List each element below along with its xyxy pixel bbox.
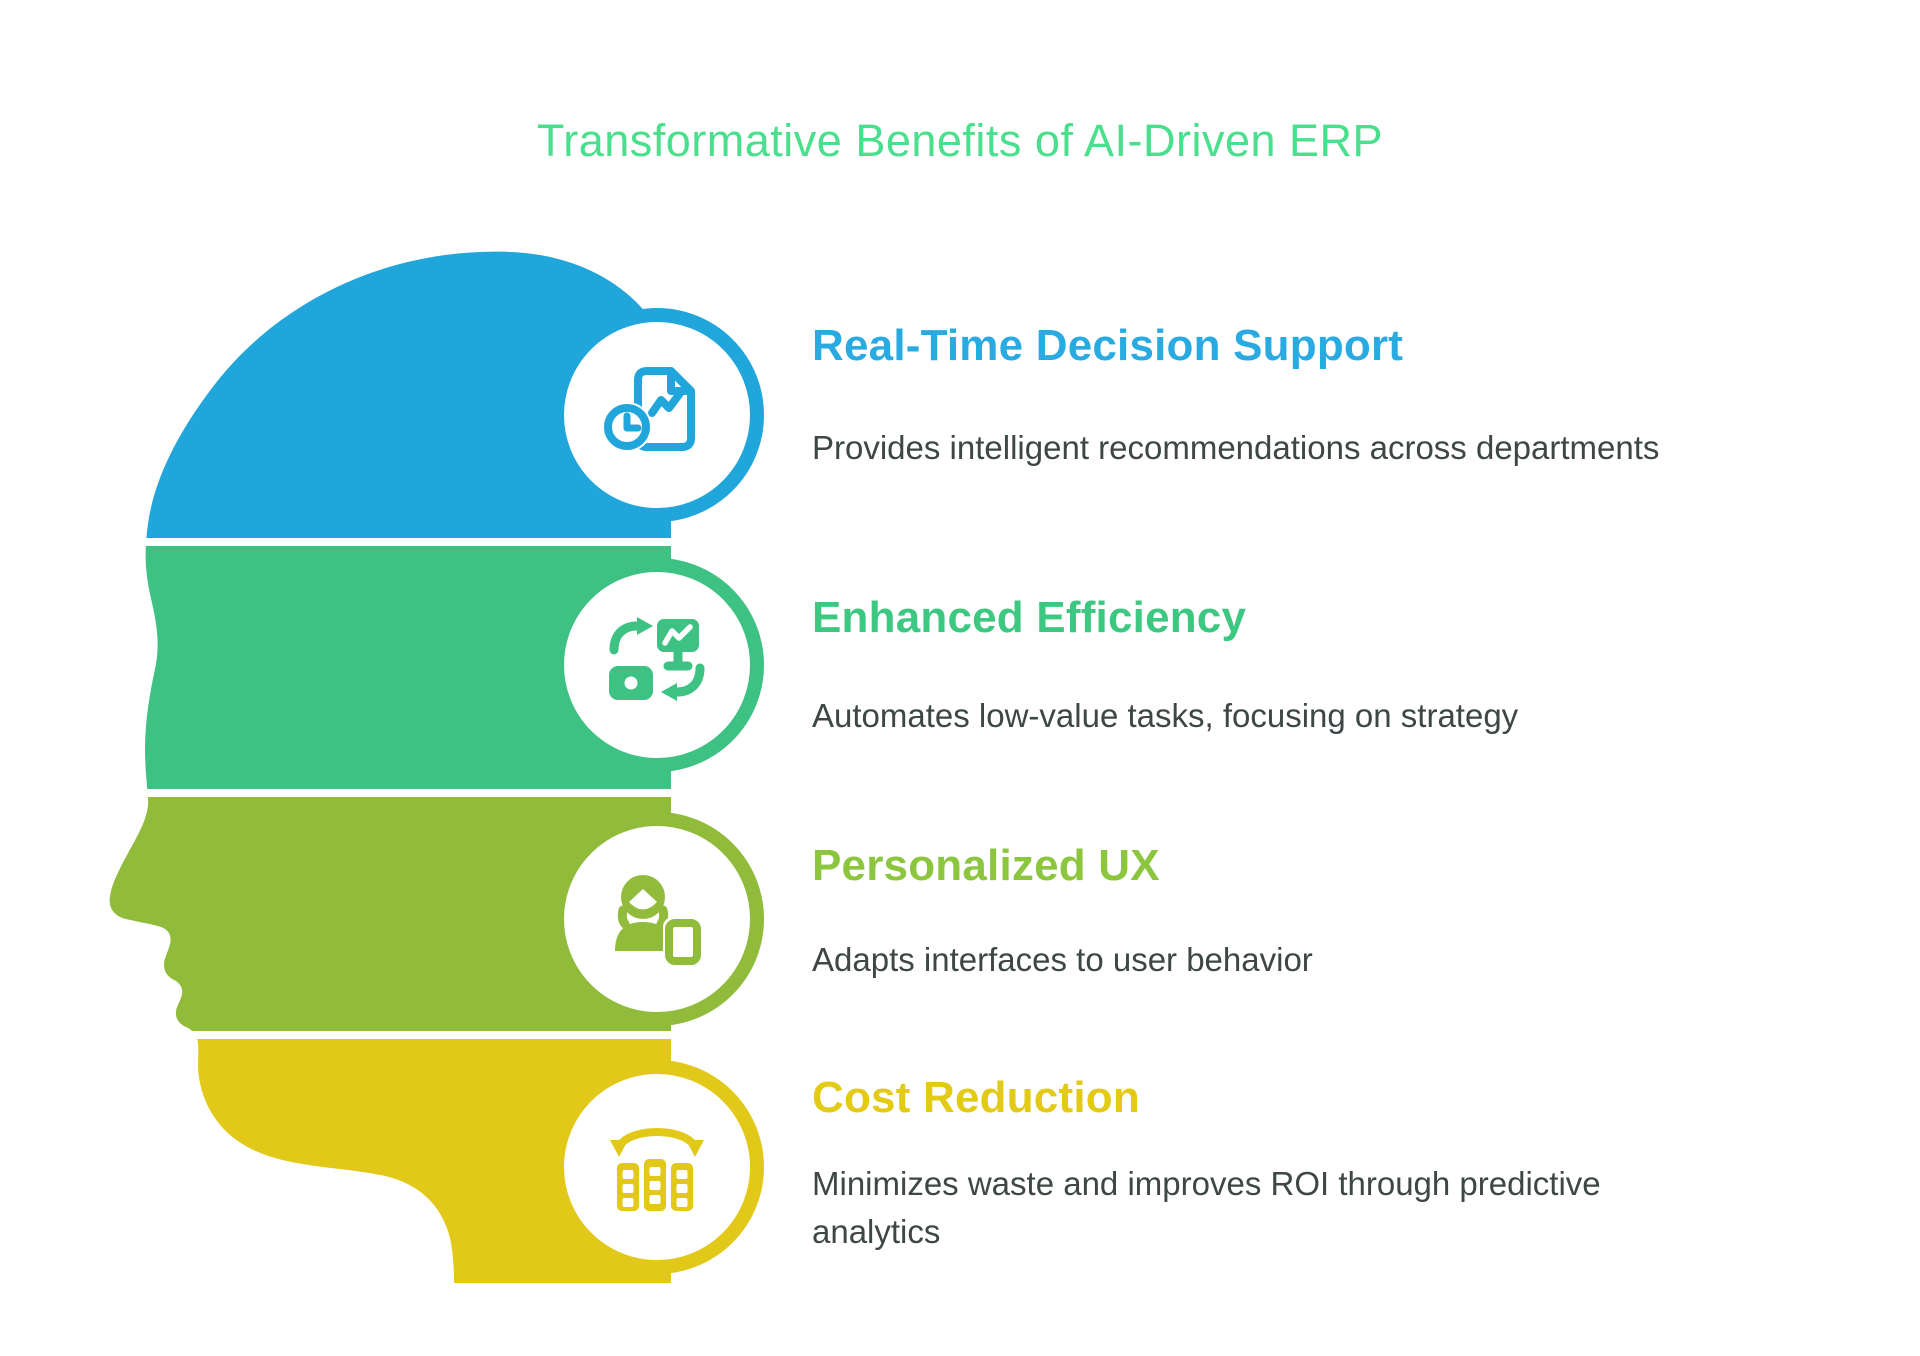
- document-trend-clock-icon: [602, 367, 695, 452]
- icon-bubble-1: [550, 308, 764, 522]
- automation-exchange-icon: [609, 617, 705, 701]
- heading-cost-reduction: Cost Reduction: [812, 1073, 1140, 1122]
- icon-bubble-3: [550, 812, 764, 1026]
- description-enhanced-efficiency: Automates low-value tasks, focusing on s…: [812, 697, 1519, 734]
- page-title: Transformative Benefits of AI-Driven ERP: [536, 115, 1384, 166]
- heading-real-time-decision-support: Real-Time Decision Support: [812, 321, 1404, 370]
- heading-enhanced-efficiency: Enhanced Efficiency: [812, 593, 1247, 642]
- description-personalized-ux: Adapts interfaces to user behavior: [812, 941, 1313, 978]
- description-real-time-decision-support: Provides intelligent recommendations acr…: [812, 429, 1660, 466]
- buildings-sync-icon: [610, 1128, 704, 1211]
- description-cost-reduction: Minimizes waste and improves ROI through…: [812, 1165, 1601, 1250]
- user-device-icon: [615, 875, 703, 967]
- icon-bubble-2: [550, 558, 764, 772]
- heading-personalized-ux: Personalized UX: [812, 841, 1160, 890]
